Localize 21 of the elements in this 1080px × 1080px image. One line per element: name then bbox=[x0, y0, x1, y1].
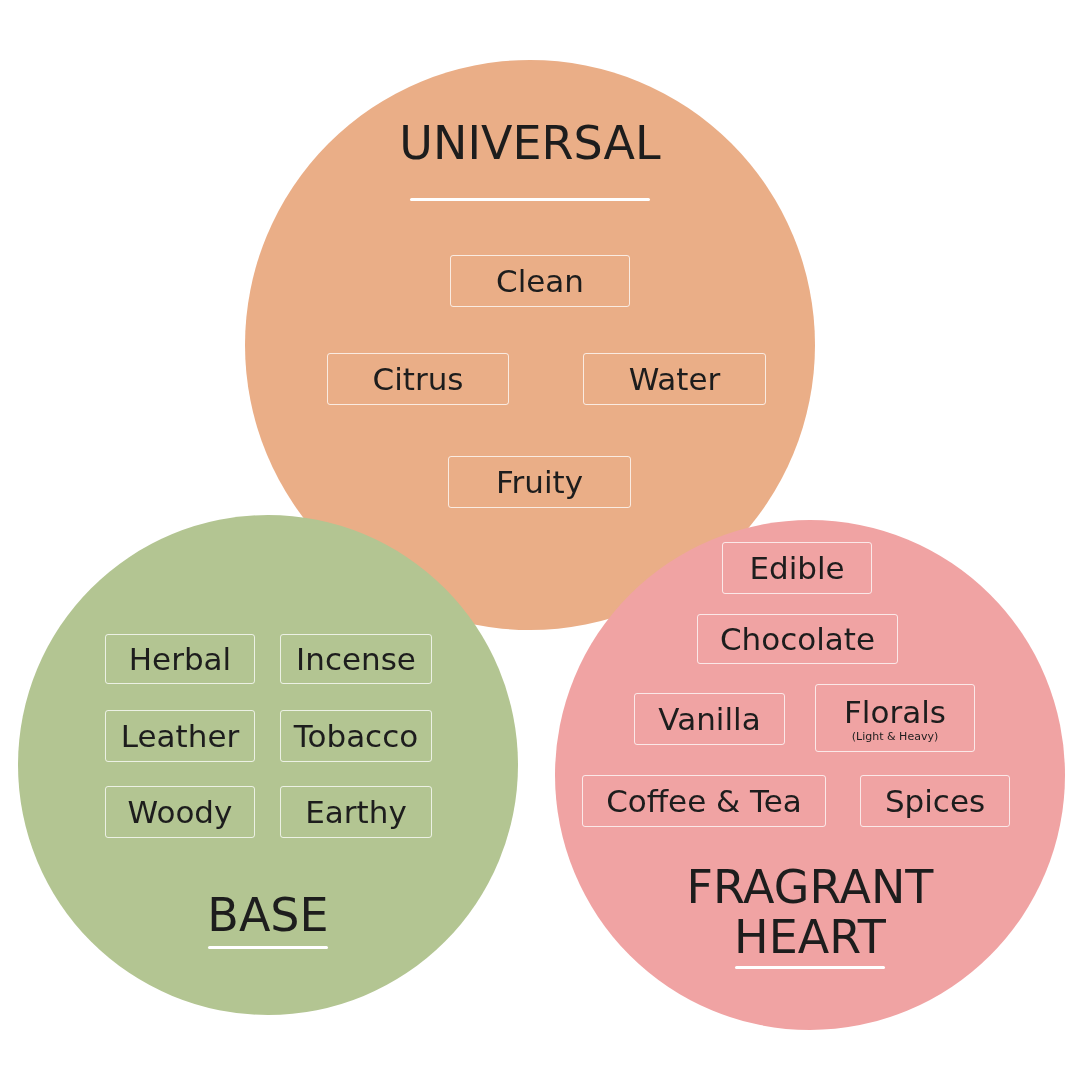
note-tag: Woody bbox=[105, 786, 255, 838]
circle-title: UNIVERSAL bbox=[398, 118, 662, 168]
tag-label: Florals bbox=[844, 693, 946, 730]
tag-subtitle: (Light & Heavy) bbox=[851, 729, 939, 743]
circle-title: BASE bbox=[206, 890, 330, 940]
note-tag: Leather bbox=[105, 710, 255, 762]
note-tag: Herbal bbox=[105, 634, 255, 684]
note-tag: Incense bbox=[280, 634, 432, 684]
note-tag: Clean bbox=[450, 255, 630, 307]
note-tag: Spices bbox=[860, 775, 1010, 827]
note-tag: Citrus bbox=[327, 353, 509, 405]
note-tag: Water bbox=[583, 353, 766, 405]
note-tag bbox=[815, 684, 975, 752]
note-tag: Coffee & Tea bbox=[582, 775, 826, 827]
note-tag: Earthy bbox=[280, 786, 432, 838]
note-tag: Vanilla bbox=[634, 693, 785, 745]
note-tag: Tobacco bbox=[280, 710, 432, 762]
note-tag: Fruity bbox=[448, 456, 631, 508]
circle-title: FRAGRANT HEART bbox=[685, 862, 935, 962]
note-tag: Edible bbox=[722, 542, 872, 594]
note-tag: Chocolate bbox=[697, 614, 898, 664]
